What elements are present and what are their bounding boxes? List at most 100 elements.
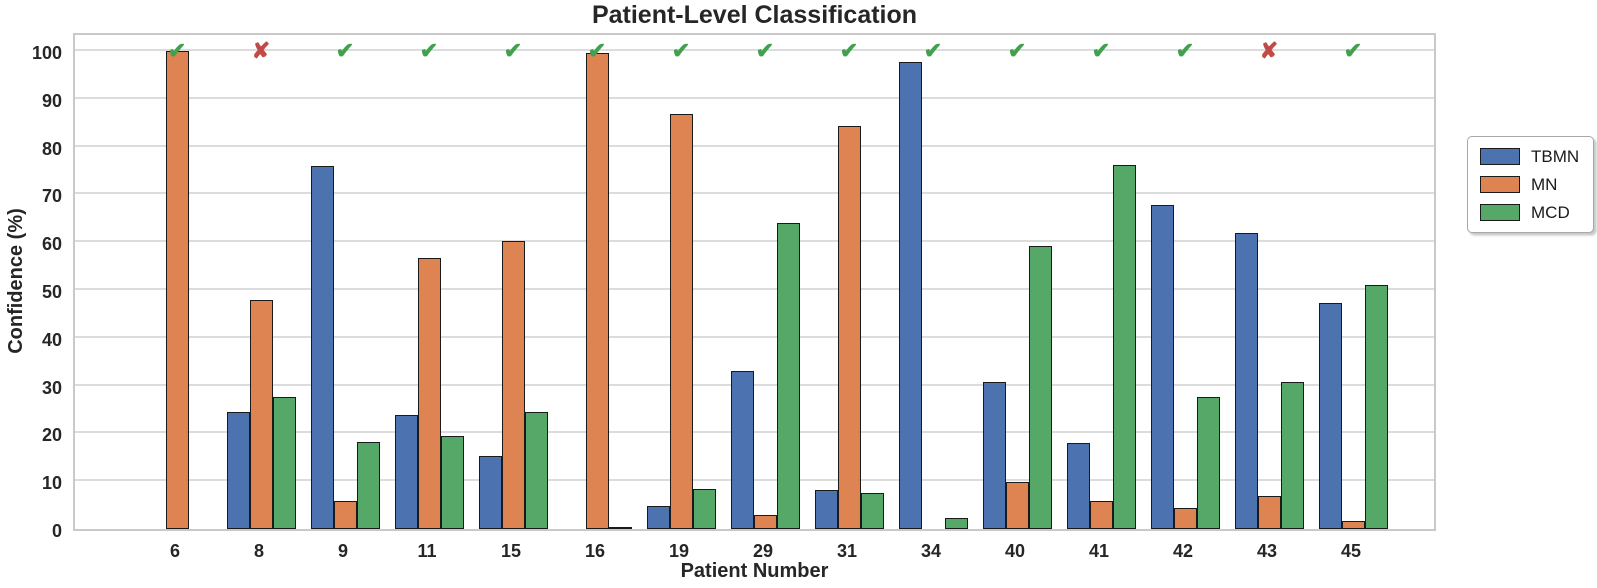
- gridline-40: [75, 335, 1434, 338]
- bar-tbmn-11: [394, 414, 418, 529]
- legend-swatch-mcd: [1480, 204, 1520, 221]
- correct-mark-11: ✔: [419, 38, 439, 63]
- bar-mcd-34: [944, 518, 968, 529]
- x-tick-8: 8: [253, 541, 264, 561]
- bar-tbmn-31: [814, 490, 838, 529]
- correct-mark-31: ✔: [839, 38, 859, 63]
- bar-mn-41: [1089, 500, 1113, 529]
- bar-mcd-31: [860, 493, 884, 529]
- x-tick-43: 43: [1256, 541, 1278, 561]
- bar-mn-16: [585, 52, 609, 529]
- legend-label-mcd: MCD: [1531, 203, 1570, 222]
- chart-title: Patient-Level Classification: [591, 1, 918, 29]
- y-tick-70: 70: [41, 186, 62, 207]
- bar-tbmn-40: [982, 382, 1006, 529]
- bar-group-29: ✔: [730, 35, 800, 529]
- bar-mn-15: [501, 241, 525, 529]
- bar-group-9: ✔: [310, 35, 380, 529]
- bar-mn-9: [333, 501, 357, 529]
- y-tick-40: 40: [41, 329, 62, 350]
- bar-group-43: ✘: [1234, 35, 1304, 529]
- y-tick-50: 50: [41, 282, 62, 302]
- bar-mn-11: [417, 257, 441, 529]
- legend-item-tbmn: TBMN: [1480, 147, 1579, 166]
- x-tick-45: 45: [1340, 541, 1362, 561]
- gridline-50: [75, 288, 1434, 290]
- bar-tbmn-41: [1066, 442, 1090, 529]
- bar-tbmn-34: [898, 61, 922, 529]
- x-tick-9: 9: [337, 541, 348, 561]
- bar-mn-29: [753, 515, 777, 529]
- x-tick-31: 31: [836, 541, 858, 561]
- gridline-20: [75, 431, 1434, 434]
- bar-group-8: ✘: [226, 35, 296, 529]
- bar-group-41: ✔: [1066, 35, 1136, 529]
- y-tick-0: 0: [51, 521, 62, 541]
- bar-tbmn-15: [478, 455, 502, 529]
- incorrect-mark-43: ✘: [1259, 38, 1279, 63]
- x-tick-42: 42: [1172, 541, 1194, 561]
- correct-mark-45: ✔: [1343, 38, 1363, 63]
- bar-group-16: ✔: [563, 35, 632, 529]
- bar-mn-40: [1005, 481, 1029, 529]
- y-tick-90: 90: [41, 90, 62, 111]
- bar-mcd-15: [524, 411, 548, 529]
- x-tick-15: 15: [500, 541, 522, 561]
- bar-mn-19: [669, 114, 693, 529]
- y-tick-60: 60: [41, 234, 62, 255]
- bar-mn-45: [1341, 521, 1365, 529]
- x-tick-6: 6: [169, 541, 180, 561]
- legend-label-mn: MN: [1531, 175, 1558, 194]
- bar-mn-43: [1257, 495, 1281, 529]
- incorrect-mark-8: ✘: [251, 38, 271, 63]
- legend: TBMN MN MCD: [1467, 136, 1595, 233]
- bar-tbmn-19: [646, 505, 670, 529]
- bar-mcd-41: [1112, 164, 1136, 529]
- legend-swatch-mn: [1480, 176, 1520, 193]
- gridline-80: [75, 144, 1434, 147]
- bar-tbmn-42: [1150, 205, 1174, 529]
- correct-mark-16: ✔: [587, 38, 607, 63]
- bar-mcd-45: [1364, 285, 1388, 529]
- x-tick-29: 29: [752, 541, 774, 561]
- bar-mcd-43: [1280, 381, 1304, 529]
- bar-mn-8: [249, 299, 273, 529]
- legend-label-tbmn: TBMN: [1531, 147, 1580, 166]
- bar-mcd-40: [1028, 246, 1052, 529]
- bar-group-40: ✔: [982, 35, 1052, 529]
- gridline-90: [75, 96, 1434, 99]
- bar-group-15: ✔: [478, 35, 548, 529]
- bar-group-31: ✔: [814, 35, 884, 529]
- legend-item-mcd: MCD: [1480, 203, 1579, 222]
- gridline-30: [75, 383, 1434, 386]
- y-tick-10: 10: [41, 473, 62, 494]
- bar-mn-6: [165, 51, 189, 529]
- y-tick-20: 20: [41, 425, 62, 446]
- correct-mark-9: ✔: [335, 38, 355, 63]
- correct-mark-15: ✔: [503, 38, 523, 63]
- correct-mark-29: ✔: [755, 38, 775, 63]
- x-tick-16: 16: [584, 541, 606, 561]
- legend-swatch-tbmn: [1480, 148, 1520, 165]
- bar-group-34: ✔: [898, 35, 968, 529]
- bar-mcd-11: [440, 436, 464, 529]
- y-tick-30: 30: [41, 377, 62, 398]
- bar-mcd-42: [1196, 396, 1220, 529]
- correct-mark-19: ✔: [671, 38, 691, 63]
- bar-tbmn-43: [1234, 233, 1258, 529]
- correct-mark-6: ✔: [167, 38, 187, 63]
- x-tick-40: 40: [1004, 541, 1026, 561]
- bar-group-45: ✔: [1318, 35, 1388, 529]
- bar-group-6: ✔: [143, 35, 212, 529]
- x-tick-11: 11: [417, 541, 437, 561]
- legend-item-mn: MN: [1480, 175, 1579, 194]
- bar-mcd-19: [692, 489, 716, 529]
- bar-tbmn-45: [1318, 302, 1342, 529]
- bar-mcd-9: [356, 441, 380, 529]
- bar-mn-42: [1173, 507, 1197, 529]
- bar-group-11: ✔: [394, 35, 464, 529]
- gridline-10: [75, 479, 1434, 482]
- correct-mark-42: ✔: [1175, 38, 1195, 63]
- x-tick-41: 41: [1088, 541, 1110, 561]
- bar-group-42: ✔: [1150, 35, 1220, 529]
